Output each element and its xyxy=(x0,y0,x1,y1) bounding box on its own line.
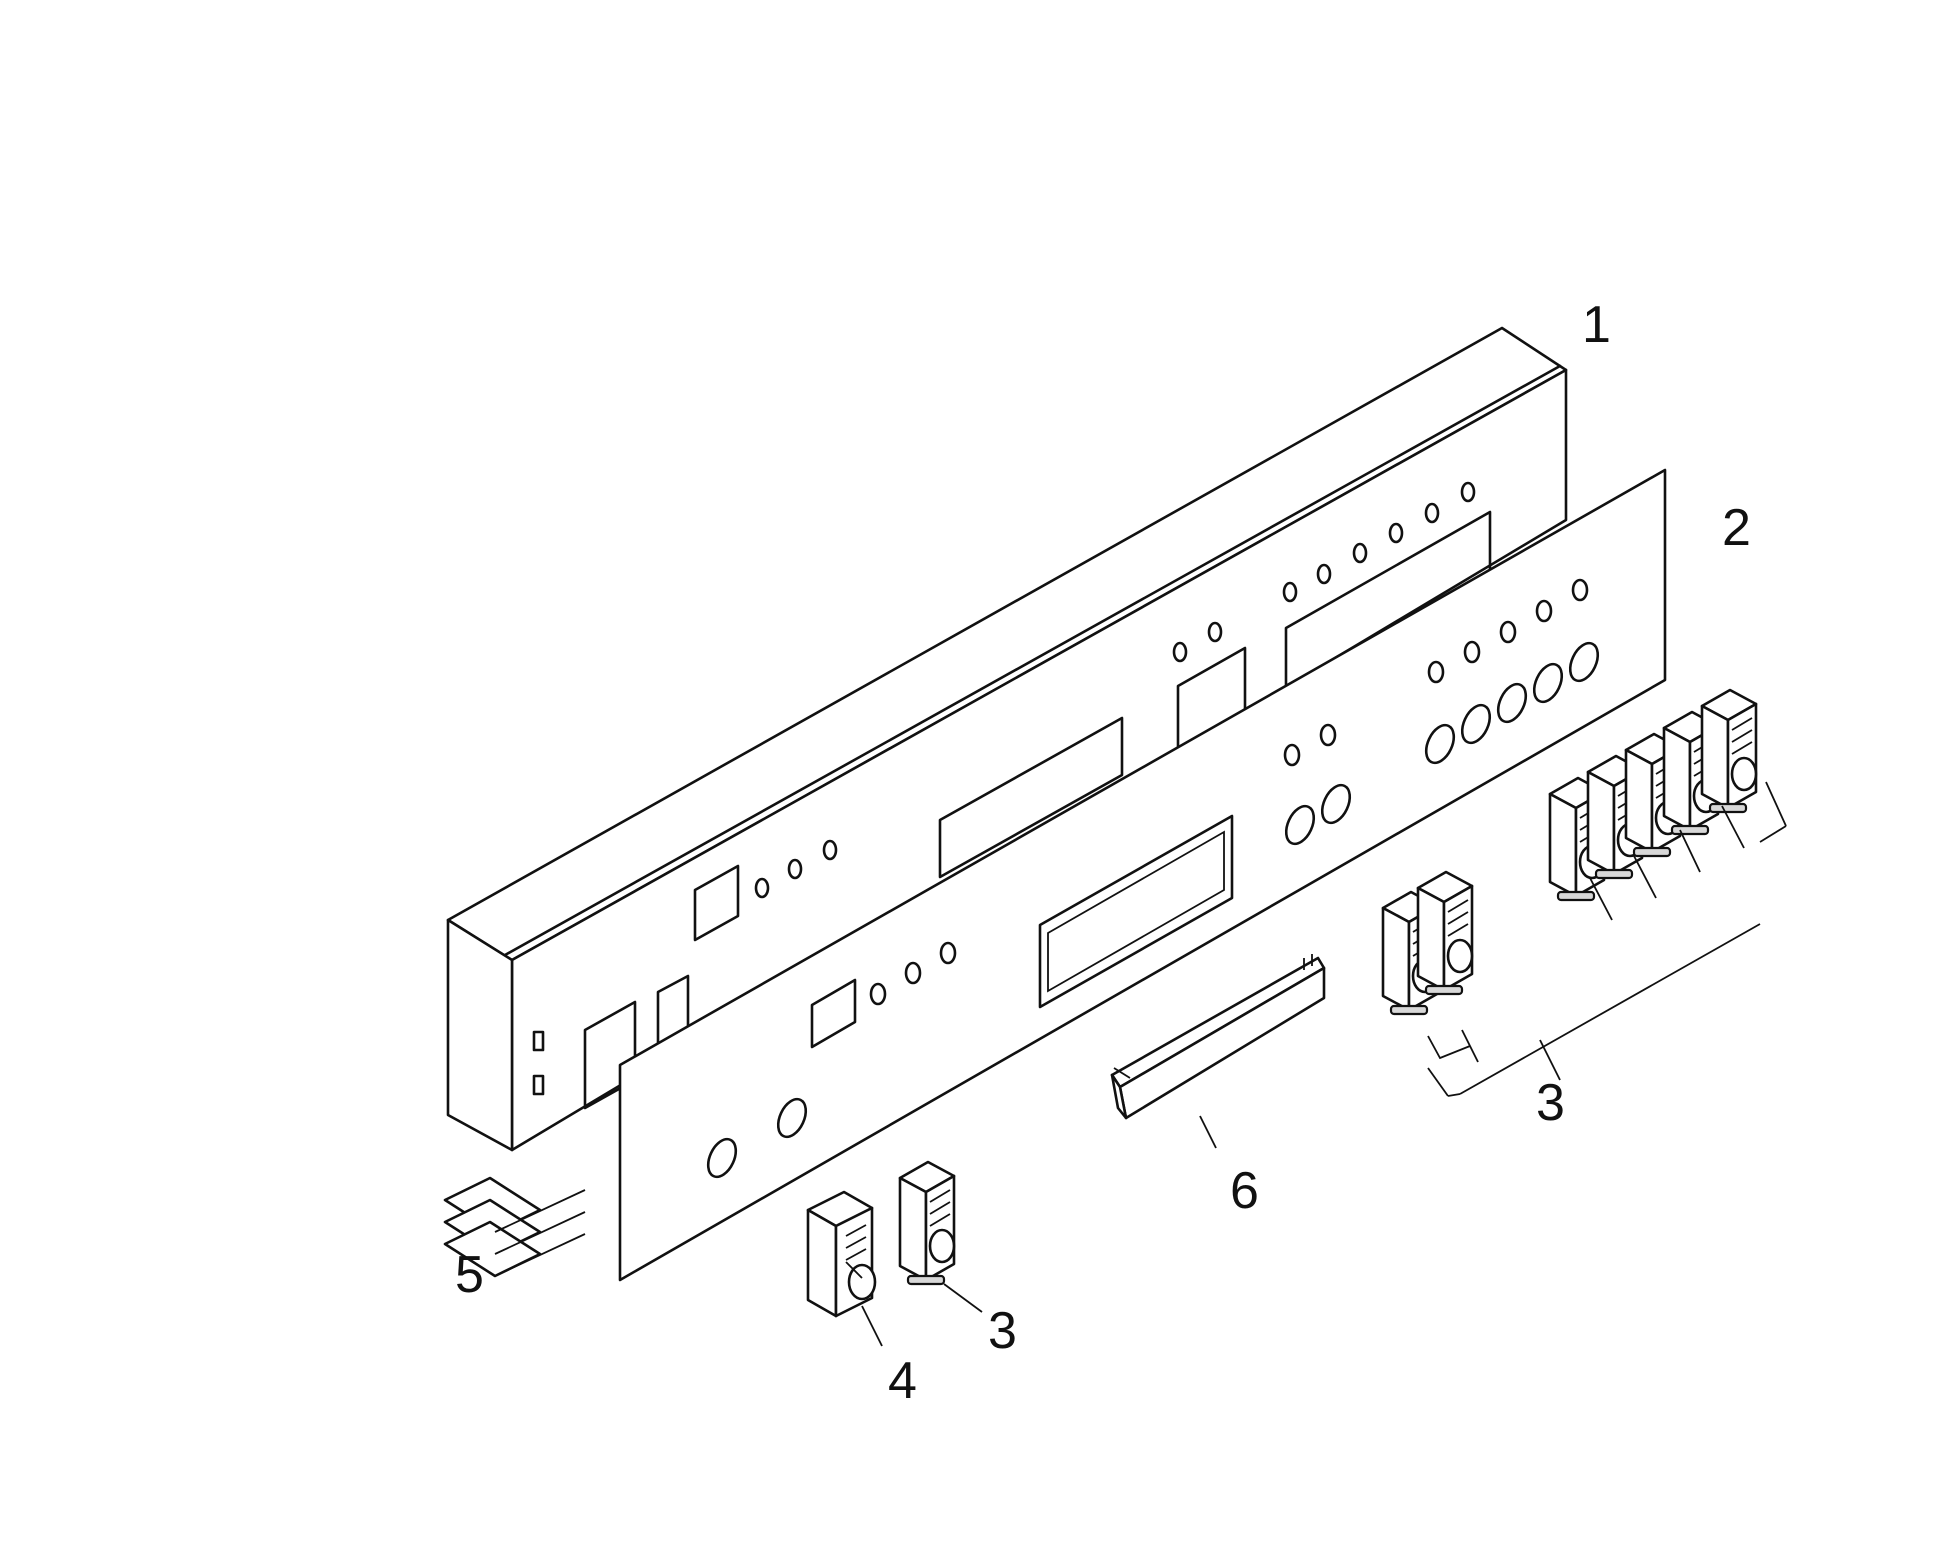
switch-group-middle xyxy=(1381,870,1474,1016)
callout-3-right: 3 xyxy=(1536,1074,1565,1132)
leader-lines xyxy=(861,781,1787,1347)
callout-4: 4 xyxy=(888,1352,917,1410)
callout-2: 2 xyxy=(1722,499,1751,557)
control-panel-housing xyxy=(446,326,1568,1152)
push-button-switch xyxy=(898,1160,956,1286)
callout-6: 6 xyxy=(1230,1162,1259,1220)
callout-3-bottom: 3 xyxy=(988,1302,1017,1360)
callout-labels: 1 2 3 6 5 3 4 xyxy=(455,296,1751,1410)
callout-5: 5 xyxy=(455,1246,484,1304)
spacer-pads xyxy=(443,1176,586,1278)
push-button-switch xyxy=(1416,870,1474,996)
front-fascia-panel xyxy=(618,468,1667,1282)
switch-group-right xyxy=(1548,688,1758,902)
trim-strip xyxy=(1110,954,1326,1120)
push-button-switch xyxy=(1700,688,1758,814)
callout-1: 1 xyxy=(1582,296,1611,354)
rotary-switch xyxy=(806,1190,877,1318)
